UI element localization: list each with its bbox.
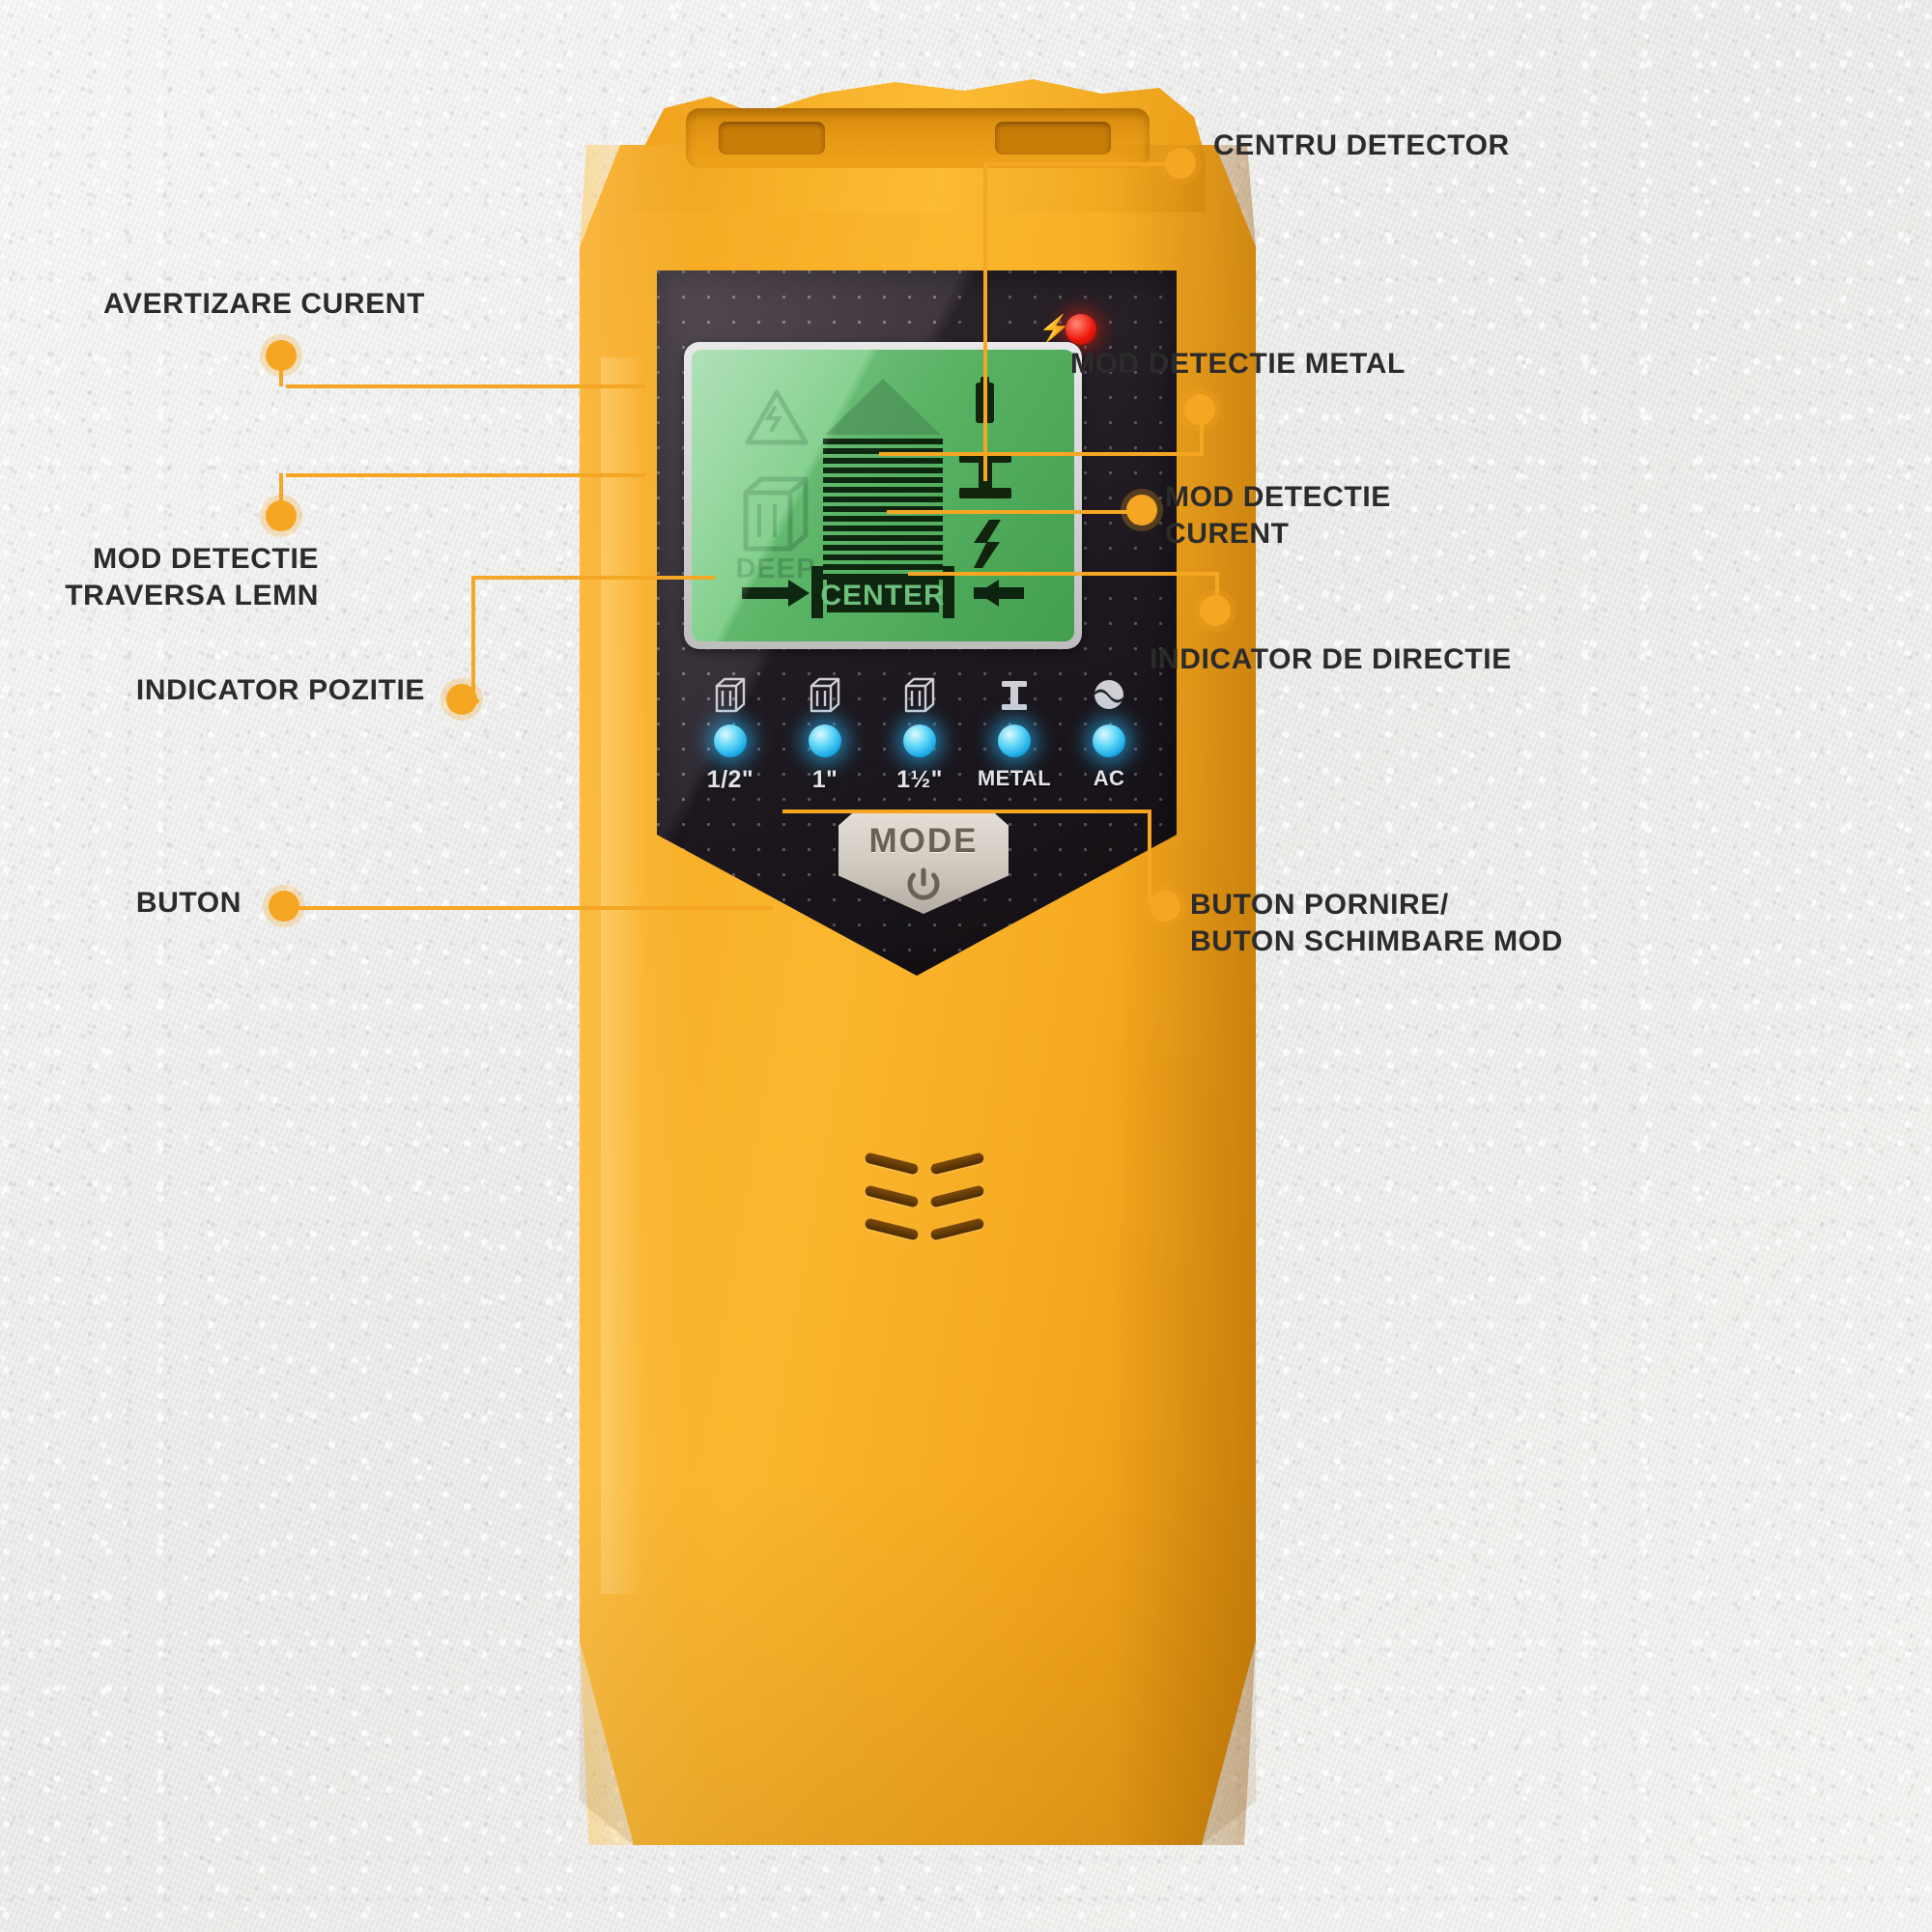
ac-warning-led [1065,314,1096,345]
leader-line-traversa-h [286,473,645,477]
vent-line [929,1184,985,1208]
led-label: 1/2" [706,766,754,793]
leader-line-avertizare-h [286,384,645,388]
mode-button-label: MODE [868,822,979,860]
label-indicator-de-directie: INDICATOR DE DIRECTIE [1150,643,1512,675]
led-label: 1" [811,766,838,793]
bolt-icon: ⚡ [1038,314,1071,343]
label-buton: BUTON [135,887,242,919]
led-bulb [1093,724,1125,757]
stud-detector-device: ⚡ DEEP [580,68,1256,1864]
vent-line [929,1217,985,1241]
metal-ibeam-icon [995,672,1034,719]
anchor-dot-avertizare-curent[interactable] [266,340,297,371]
stud-cube-icon [900,672,939,719]
leader-line-pozitie-v [471,576,475,701]
led-indicator-ac: AC [1065,672,1153,791]
label-mod-detectie-traversa-lemn: MOD DETECTIE TRAVERSA LEMN [65,543,319,612]
anchor-dot-indicator-directie[interactable] [1200,595,1231,626]
svg-text:CENTER: CENTER [820,580,945,611]
leader-line-metal-h2 [1121,452,1204,456]
leader-line-curent-h [887,510,1146,514]
label-mod-detectie-curent: MOD DETECTIE CURENT [1165,481,1391,551]
vent-line [864,1184,920,1208]
ac-wave-icon [1090,672,1128,719]
label-mod-detectie-metal: MOD DETECTIE METAL [1070,348,1406,380]
anchor-dot-centru-detector[interactable] [1165,148,1196,179]
leader-line-directie-h [908,572,1219,576]
leader-line-centru-detector-h [983,162,1177,166]
lcd-bezel: DEEP [684,342,1082,649]
vent-line [864,1217,920,1241]
svg-text:DEEP: DEEP [736,554,816,584]
leader-line-directie-v [1215,572,1219,611]
led-indicator-half-inch: 1/2" [686,672,775,794]
anchor-dot-mod-detectie-metal[interactable] [1184,394,1215,425]
anchor-dot-buton-pornire[interactable] [1150,891,1180,922]
lcd-screen: DEEP [692,350,1074,641]
led-label: AC [1093,766,1125,790]
vent-chevrons [864,1151,985,1249]
device-handle-slot [686,108,1150,168]
led-bulb [714,724,747,757]
leader-line-traversa-v [279,473,283,516]
leader-line-pozitie-h [471,576,715,580]
label-buton-pornire: BUTON PORNIRE/ BUTON SCHIMBARE MOD [1190,889,1563,958]
label-avertizare-curent: AVERTIZARE CURENT [103,288,425,320]
leader-line-metal-h [879,452,1130,456]
label-indicator-pozitie: INDICATOR POZITIE [135,674,425,706]
led-bulb [809,724,841,757]
leader-line-buton-h [290,906,773,910]
lcd-graphics: DEEP [736,377,1024,618]
anchor-dot-buton[interactable] [269,891,299,922]
vent-line [864,1151,920,1176]
handle-cut-right [995,122,1111,155]
power-icon [901,862,946,911]
led-indicator-row: 1/2" 1" [672,672,1167,817]
led-indicator-metal: METAL [970,672,1059,791]
anchor-dot-mod-detectie-curent[interactable] [1126,495,1157,526]
leader-line-centru-detector [983,162,987,481]
led-label: 1½" [896,766,943,793]
led-bulb [903,724,936,757]
leader-line-pornire-h [782,810,1151,813]
leader-line-pornire-v [1148,810,1151,906]
stud-cube-icon [711,672,750,719]
anchor-dot-mod-detectie-traversa[interactable] [266,500,297,531]
anchor-dot-indicator-pozitie[interactable] [446,684,477,715]
vent-line [929,1151,985,1176]
led-bulb [998,724,1031,757]
handle-cut-left [719,122,825,155]
led-label: METAL [977,766,1052,790]
label-centru-detector: CENTRU DETECTOR [1213,129,1510,161]
led-indicator-one-inch: 1" [781,672,869,794]
stud-cube-icon [806,672,844,719]
led-indicator-one-half-inch: 1½" [875,672,964,794]
leader-line-metal-v [1200,410,1204,456]
